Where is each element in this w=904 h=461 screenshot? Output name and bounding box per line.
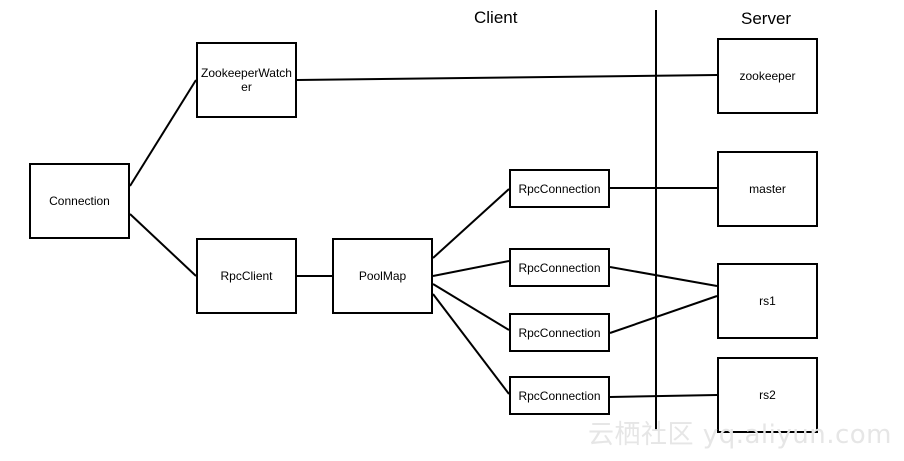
- rs2-label: rs2: [759, 388, 776, 402]
- edge-zookeeperwatcher-zookeeper: [296, 74, 718, 81]
- rpc-connection-node-4: RpcConnection: [509, 376, 610, 415]
- rs1-node: rs1: [717, 263, 818, 339]
- rpc-connection-label-2: RpcConnection: [518, 260, 601, 275]
- zookeeper-watcher-node: ZookeeperWatcher: [196, 42, 297, 118]
- connection-node: Connection: [29, 163, 130, 239]
- edge-connection-rpcclient: [129, 213, 197, 277]
- rpc-connection-label-4: RpcConnection: [518, 388, 601, 403]
- rpc-client-label: RpcClient: [220, 269, 273, 283]
- edge-rpcconnection-4-rs2: [609, 394, 718, 398]
- rpc-connection-node-3: RpcConnection: [509, 313, 610, 352]
- rs2-node: rs2: [717, 357, 818, 433]
- zookeeper-label: zookeeper: [739, 69, 796, 83]
- edge-rpcconnection-2-rs1: [609, 266, 718, 287]
- rpc-connection-node-1: RpcConnection: [509, 169, 610, 208]
- edge-poolmap-rpcconnection-2: [432, 260, 510, 277]
- edge-connection-zookeeperwatcher: [129, 79, 197, 187]
- rpc-connection-label-1: RpcConnection: [518, 181, 601, 196]
- edge-poolmap-rpcconnection-3: [432, 283, 510, 331]
- zookeeper-node: zookeeper: [717, 38, 818, 114]
- server-section-label: Server: [741, 9, 792, 28]
- rpc-client-node: RpcClient: [196, 238, 297, 314]
- master-label: master: [749, 182, 786, 196]
- edge-poolmap-rpcconnection-4: [432, 293, 510, 395]
- edge-poolmap-rpcconnection-1: [432, 188, 510, 259]
- rs1-label: rs1: [759, 294, 776, 308]
- pool-map-node: PoolMap: [332, 238, 433, 314]
- rpc-connection-label-3: RpcConnection: [518, 325, 601, 340]
- zookeeper-watcher-label: ZookeeperWatcher: [201, 66, 292, 94]
- pool-map-label: PoolMap: [358, 269, 407, 283]
- connection-label: Connection: [49, 194, 110, 208]
- master-node: master: [717, 151, 818, 227]
- edge-rpcconnection-3-rs1: [609, 295, 718, 334]
- rpc-connection-node-2: RpcConnection: [509, 248, 610, 287]
- client-section-label: Client: [474, 8, 518, 27]
- watermark: 云栖社区 yq.aliyun.com: [588, 420, 892, 450]
